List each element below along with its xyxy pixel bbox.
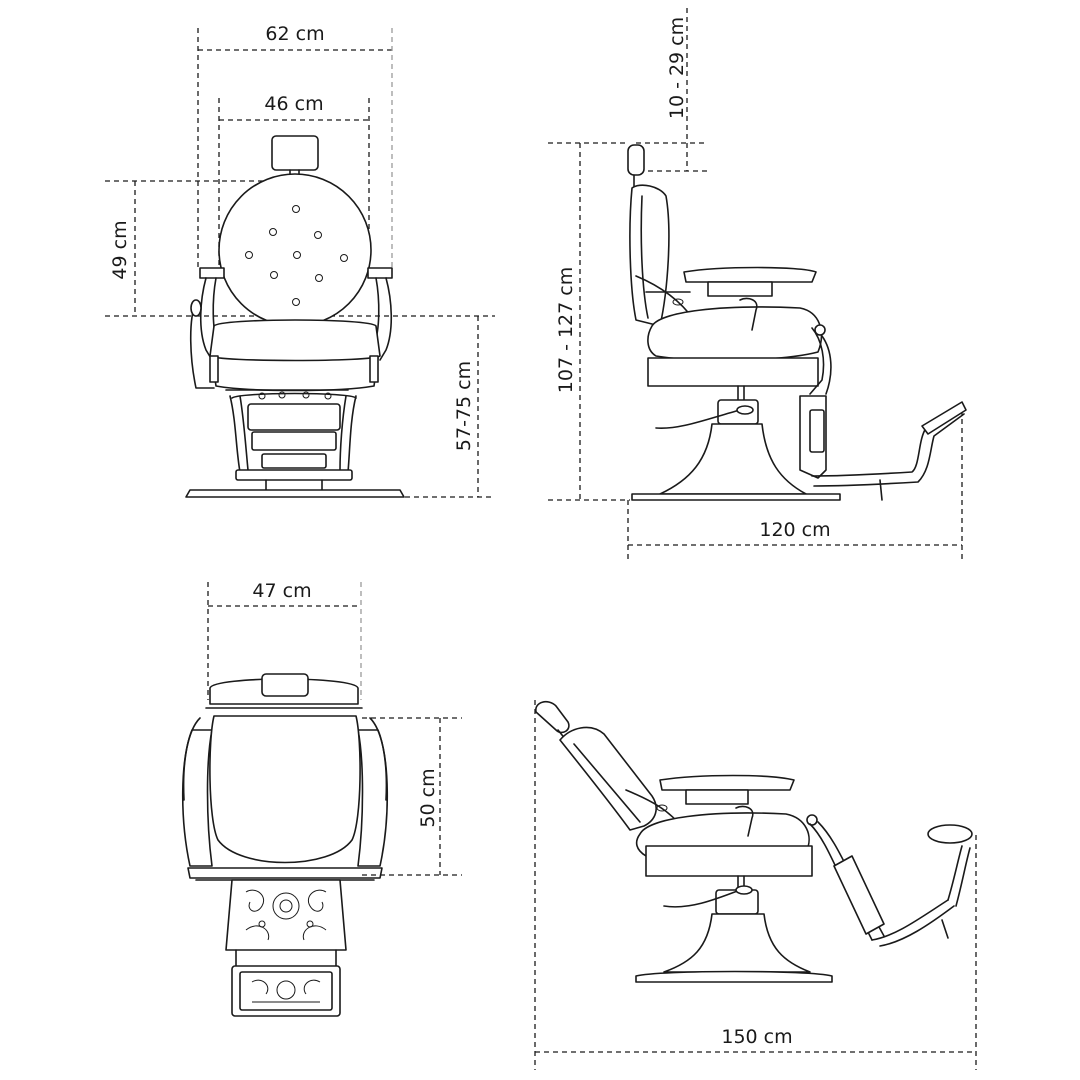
dim-50cm-label: 50 cm — [417, 768, 439, 827]
top-dimension-lines — [207, 582, 462, 876]
dim-57-75cm-label: 57-75 cm — [453, 361, 475, 451]
reclined-view: 150 cm — [534, 700, 977, 1070]
top-view: 47 cm 50 cm — [181, 580, 462, 1017]
front-dimension-lines — [105, 28, 495, 498]
dim-62cm-label: 62 cm — [265, 23, 324, 45]
reclined-dimension-lines — [534, 700, 977, 1070]
front-chair-drawing — [185, 135, 405, 498]
reclined-chair-drawing — [535, 700, 973, 983]
side-view: 10 - 29 cm 107 - 127 cm 120 cm — [548, 8, 967, 562]
top-chair-drawing — [181, 673, 389, 1017]
dim-46cm-label: 46 cm — [264, 93, 323, 115]
front-view: 62 cm 46 cm 49 cm 57-75 cm — [105, 23, 495, 498]
dim-120cm-label: 120 cm — [759, 519, 830, 541]
dim-107-127cm-label: 107 - 127 cm — [555, 267, 577, 393]
dim-49cm-label: 49 cm — [109, 220, 131, 279]
side-dimension-lines — [548, 8, 963, 562]
dim-150cm-label: 150 cm — [721, 1026, 792, 1048]
dim-47cm-label: 47 cm — [252, 580, 311, 602]
side-chair-drawing — [627, 144, 967, 501]
dim-10-29cm-label: 10 - 29 cm — [666, 17, 688, 119]
